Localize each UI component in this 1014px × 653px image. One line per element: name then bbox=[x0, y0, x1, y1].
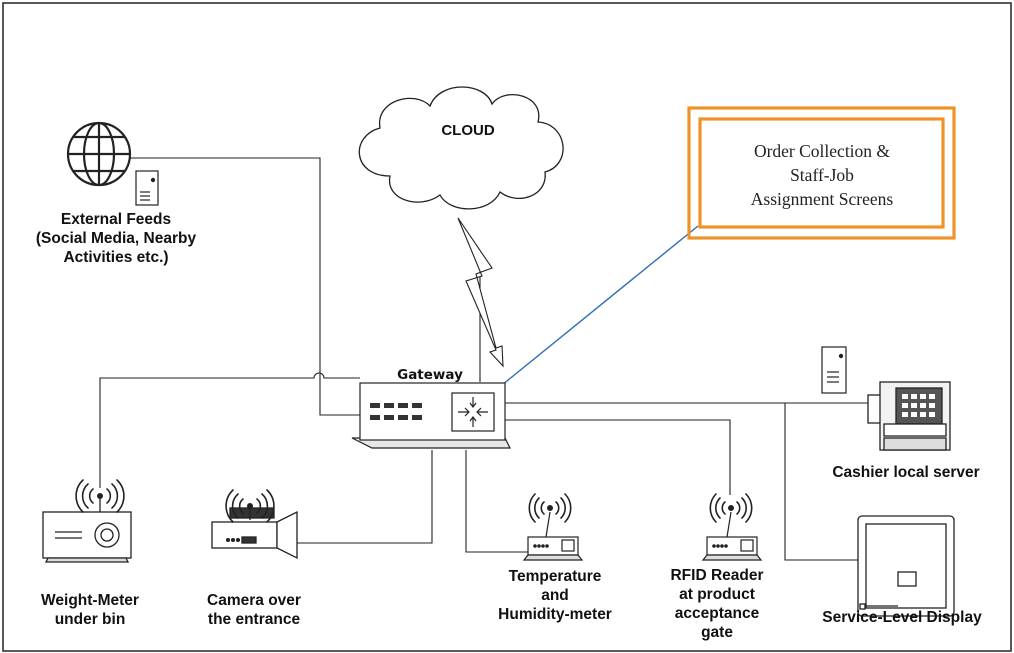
wifi-waves bbox=[75, 479, 753, 523]
server-icon bbox=[135, 170, 159, 206]
external-feeds-line: Activities etc.) bbox=[63, 249, 169, 266]
link-order-screens bbox=[501, 225, 699, 386]
fax-keypad bbox=[902, 394, 935, 417]
link-temperature bbox=[465, 450, 528, 553]
order-screens-label: Order Collection & Staff-Job Assignment … bbox=[704, 122, 940, 228]
camera-label: Camera over the entrance bbox=[184, 591, 324, 629]
service-display-label: Service-Level Display bbox=[796, 608, 1008, 627]
order-screens-line: Staff-Job bbox=[790, 165, 854, 185]
gateway-ports bbox=[370, 403, 422, 420]
cloud-label: CLOUD bbox=[441, 122, 495, 139]
external-feeds-line: (Social Media, Nearby bbox=[35, 230, 197, 247]
wifi-icon bbox=[225, 489, 275, 523]
globe-icon bbox=[66, 121, 132, 187]
temperature-line: Temperature bbox=[508, 568, 602, 585]
wireless-sensor-icon bbox=[701, 511, 763, 561]
cloud-icon bbox=[358, 86, 564, 210]
cashier-line: Cashier local server bbox=[832, 464, 980, 481]
order-screens-line: Order Collection & bbox=[753, 141, 891, 161]
wifi-icon bbox=[709, 493, 753, 523]
weight-meter-label: Weight-Meter under bin bbox=[20, 591, 160, 629]
rfid-line: RFID Reader bbox=[670, 567, 764, 584]
fax-icon bbox=[867, 381, 951, 451]
wireless-sensor-icon bbox=[522, 511, 584, 561]
order-screens-inner-border bbox=[698, 117, 945, 229]
wireless-bolt-icon bbox=[457, 217, 504, 368]
temperature-line: and bbox=[541, 587, 569, 604]
link-weight-meter bbox=[99, 372, 360, 488]
projector-icon bbox=[42, 496, 132, 563]
camera-line: the entrance bbox=[207, 611, 301, 628]
link-rfid bbox=[505, 419, 731, 495]
rfid-line: acceptance bbox=[674, 605, 760, 622]
gateway-label: Gateway bbox=[397, 367, 463, 383]
link-camera bbox=[292, 450, 433, 544]
weight-meter-line: Weight-Meter bbox=[41, 592, 139, 609]
external-feeds-label: External Feeds (Social Media, Nearby Act… bbox=[16, 210, 216, 267]
temperature-line: Humidity-meter bbox=[498, 606, 612, 623]
external-feeds-line: External Feeds bbox=[60, 211, 172, 228]
server-icon bbox=[821, 346, 847, 394]
cashier-label: Cashier local server bbox=[806, 463, 1006, 482]
link-service-display bbox=[784, 403, 858, 561]
rfid-label: RFID Reader at product acceptance gate bbox=[652, 566, 782, 642]
video-camera-icon bbox=[211, 506, 298, 560]
service-display-line: Service-Level Display bbox=[822, 609, 982, 626]
display-icon bbox=[857, 515, 955, 617]
rfid-line: at product bbox=[679, 586, 755, 603]
camera-line: Camera over bbox=[207, 592, 301, 609]
link-external-feeds bbox=[112, 157, 360, 416]
router-icon bbox=[351, 382, 511, 449]
rfid-line: gate bbox=[701, 624, 733, 641]
weight-meter-line: under bin bbox=[54, 611, 126, 628]
order-screens-outer-border bbox=[687, 106, 956, 240]
temperature-label: Temperature and Humidity-meter bbox=[470, 567, 640, 624]
wifi-icon bbox=[75, 479, 125, 513]
order-screens-line: Assignment Screens bbox=[750, 189, 894, 209]
wifi-icon bbox=[528, 493, 572, 523]
